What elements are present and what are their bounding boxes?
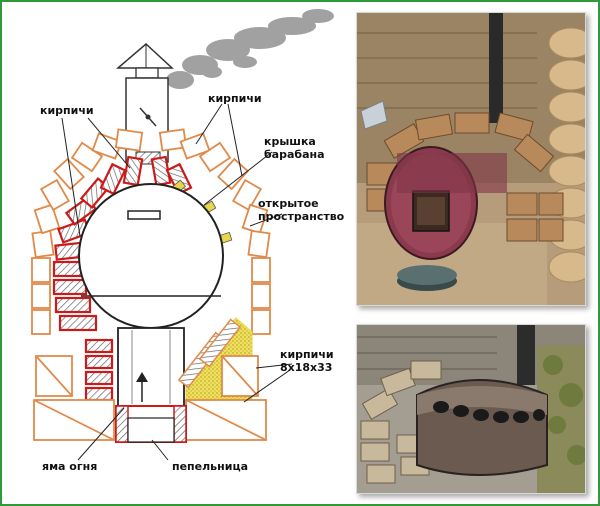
label-drum-lid: крышка барабана	[264, 135, 325, 161]
photo-oven-bottom	[356, 324, 586, 494]
label-drum-lid-line1: крышка	[264, 135, 316, 148]
label-drum-lid-line2: барабана	[264, 148, 325, 161]
label-fire-pit: яма огня	[42, 460, 98, 473]
photo-oven-top	[356, 12, 586, 306]
outer-brick-arch	[31, 128, 271, 335]
leader-lines	[61, 103, 293, 461]
smoke	[166, 9, 334, 89]
label-open-space: открытое пространство	[258, 197, 344, 223]
label-bricks-right: кирпичи	[208, 92, 262, 105]
drum	[78, 183, 224, 329]
label-open-space-line1: открытое	[258, 197, 319, 210]
label-bricks-left: кирпичи	[40, 104, 94, 117]
label-ash-pan: пепельница	[172, 460, 249, 473]
oven-diagram	[31, 9, 334, 461]
ash-pit	[115, 405, 187, 443]
inner-red-bricks	[52, 155, 193, 402]
label-bricks-size-line2: 8х18х33	[280, 361, 333, 374]
label-bricks-size: кирпичи 8х18х33	[280, 348, 334, 374]
label-open-space-line2: пространство	[258, 210, 345, 223]
firebox	[117, 327, 185, 407]
label-bricks-size-line1: кирпичи	[280, 348, 334, 361]
